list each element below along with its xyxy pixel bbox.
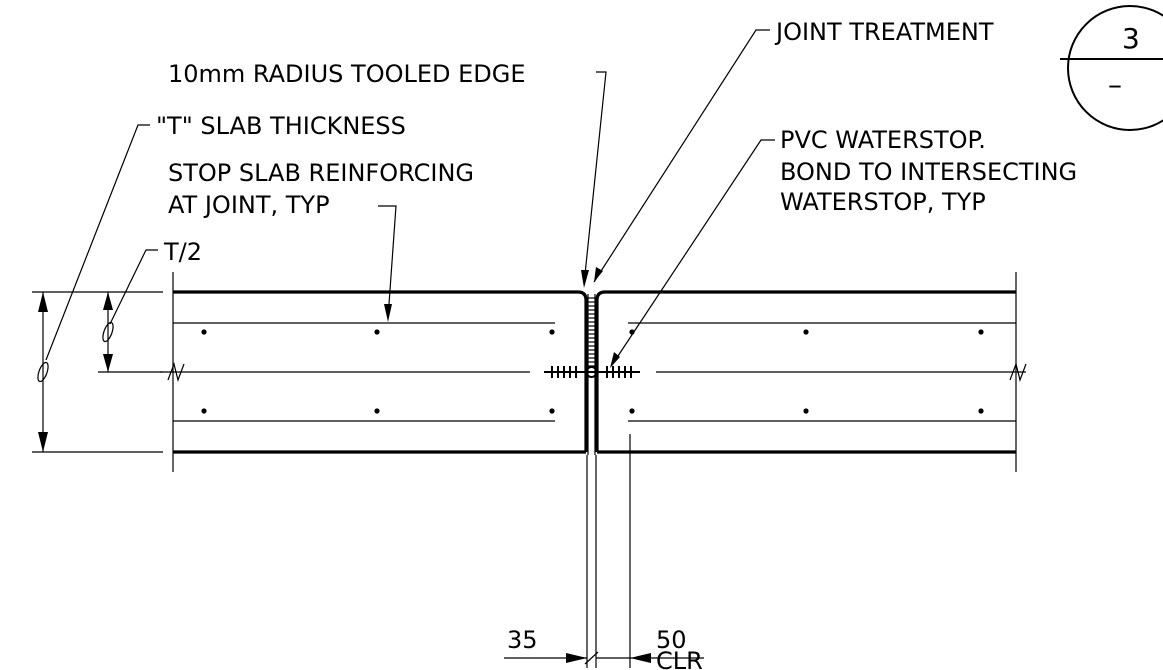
dim-50-label: 50 — [656, 626, 687, 654]
right-bottom-bar-dot-2 — [803, 408, 809, 414]
break-symbols — [160, 361, 1027, 383]
note-stop-reinf-line2: AT JOINT, TYP — [168, 191, 330, 219]
detail-tag: 3 – — [1060, 5, 1163, 131]
thickness-dimension — [32, 291, 163, 453]
left-top-bar-dot-2 — [374, 329, 380, 335]
dim-t-half-arrow-bottom — [103, 354, 113, 372]
thickness-symbol-t-half — [102, 321, 114, 343]
left-top-bar-dot-1 — [201, 329, 207, 335]
left-bottom-bar-dot-3 — [549, 408, 555, 414]
dim-t-half-arrow-top — [103, 292, 113, 310]
t-half-leader — [109, 249, 158, 325]
waterstop-ribs — [551, 366, 632, 378]
left-bottom-bar-dot-1 — [201, 408, 207, 414]
gap-tick — [584, 651, 599, 665]
waterstop-center-bulb — [585, 366, 598, 378]
right-slab-panel — [595, 272, 1017, 472]
note-t-half: T/2 — [163, 238, 202, 266]
note-waterstop-line1: PVC WATERSTOP. — [780, 126, 986, 154]
slab-thickness-leader — [45, 124, 150, 361]
left-bottom-bar-dot-2 — [374, 408, 380, 414]
detail-number: 3 — [1122, 22, 1140, 55]
note-tooled-edge: 10mm RADIUS TOOLED EDGE — [168, 60, 526, 88]
note-stop-reinf-line1: STOP SLAB REINFORCING — [168, 159, 474, 187]
annotation-notes: JOINT TREATMENT 10mm RADIUS TOOLED EDGE … — [156, 18, 1077, 266]
joint-treatment-hatch — [587, 294, 596, 455]
gap-arrow-left — [566, 653, 587, 663]
clr-arrow — [630, 653, 651, 663]
dim-t-arrow-top — [38, 292, 48, 312]
stop-reinf-arrow — [384, 304, 392, 322]
joint-treatment-arrow — [594, 267, 603, 282]
left-break-symbol — [167, 361, 185, 383]
waterstop-arrow — [610, 352, 620, 368]
note-waterstop-line2: BOND TO INTERSECTING — [780, 158, 1077, 186]
note-joint-treatment: JOINT TREATMENT — [774, 18, 994, 46]
right-bottom-bar-dot-1 — [629, 408, 635, 414]
right-top-bar-dot-2 — [803, 329, 809, 335]
left-top-bar-dot-3 — [549, 329, 555, 335]
note-slab-thickness: "T" SLAB THICKNESS — [156, 112, 406, 140]
right-bottom-bar-dot-3 — [978, 408, 984, 414]
detail-tag-circle — [1067, 5, 1163, 131]
right-slab-outline-top — [595, 290, 1016, 452]
dim-clr-label: CLR — [656, 647, 703, 670]
joint-treatment-leader — [593, 29, 770, 283]
tooled-edge-leader — [583, 71, 607, 285]
right-top-bar-dot-3 — [978, 329, 984, 335]
leader-lines — [45, 29, 775, 368]
gap-dimension: 35 50 CLR — [504, 434, 704, 670]
tooled-edge-arrow — [581, 270, 589, 288]
pvc-waterstop — [544, 366, 640, 378]
dim-35-label: 35 — [507, 626, 538, 654]
waterstop-leader — [611, 139, 775, 366]
left-slab-joint-face — [577, 290, 588, 452]
stop-reinf-leader — [378, 205, 397, 319]
right-break-symbol — [1009, 361, 1027, 383]
thickness-symbol-t — [37, 361, 49, 383]
detail-sheet: – — [1108, 68, 1122, 101]
note-waterstop-line3: WATERSTOP, TYP — [780, 188, 986, 216]
dim-t-arrow-bottom — [38, 432, 48, 452]
